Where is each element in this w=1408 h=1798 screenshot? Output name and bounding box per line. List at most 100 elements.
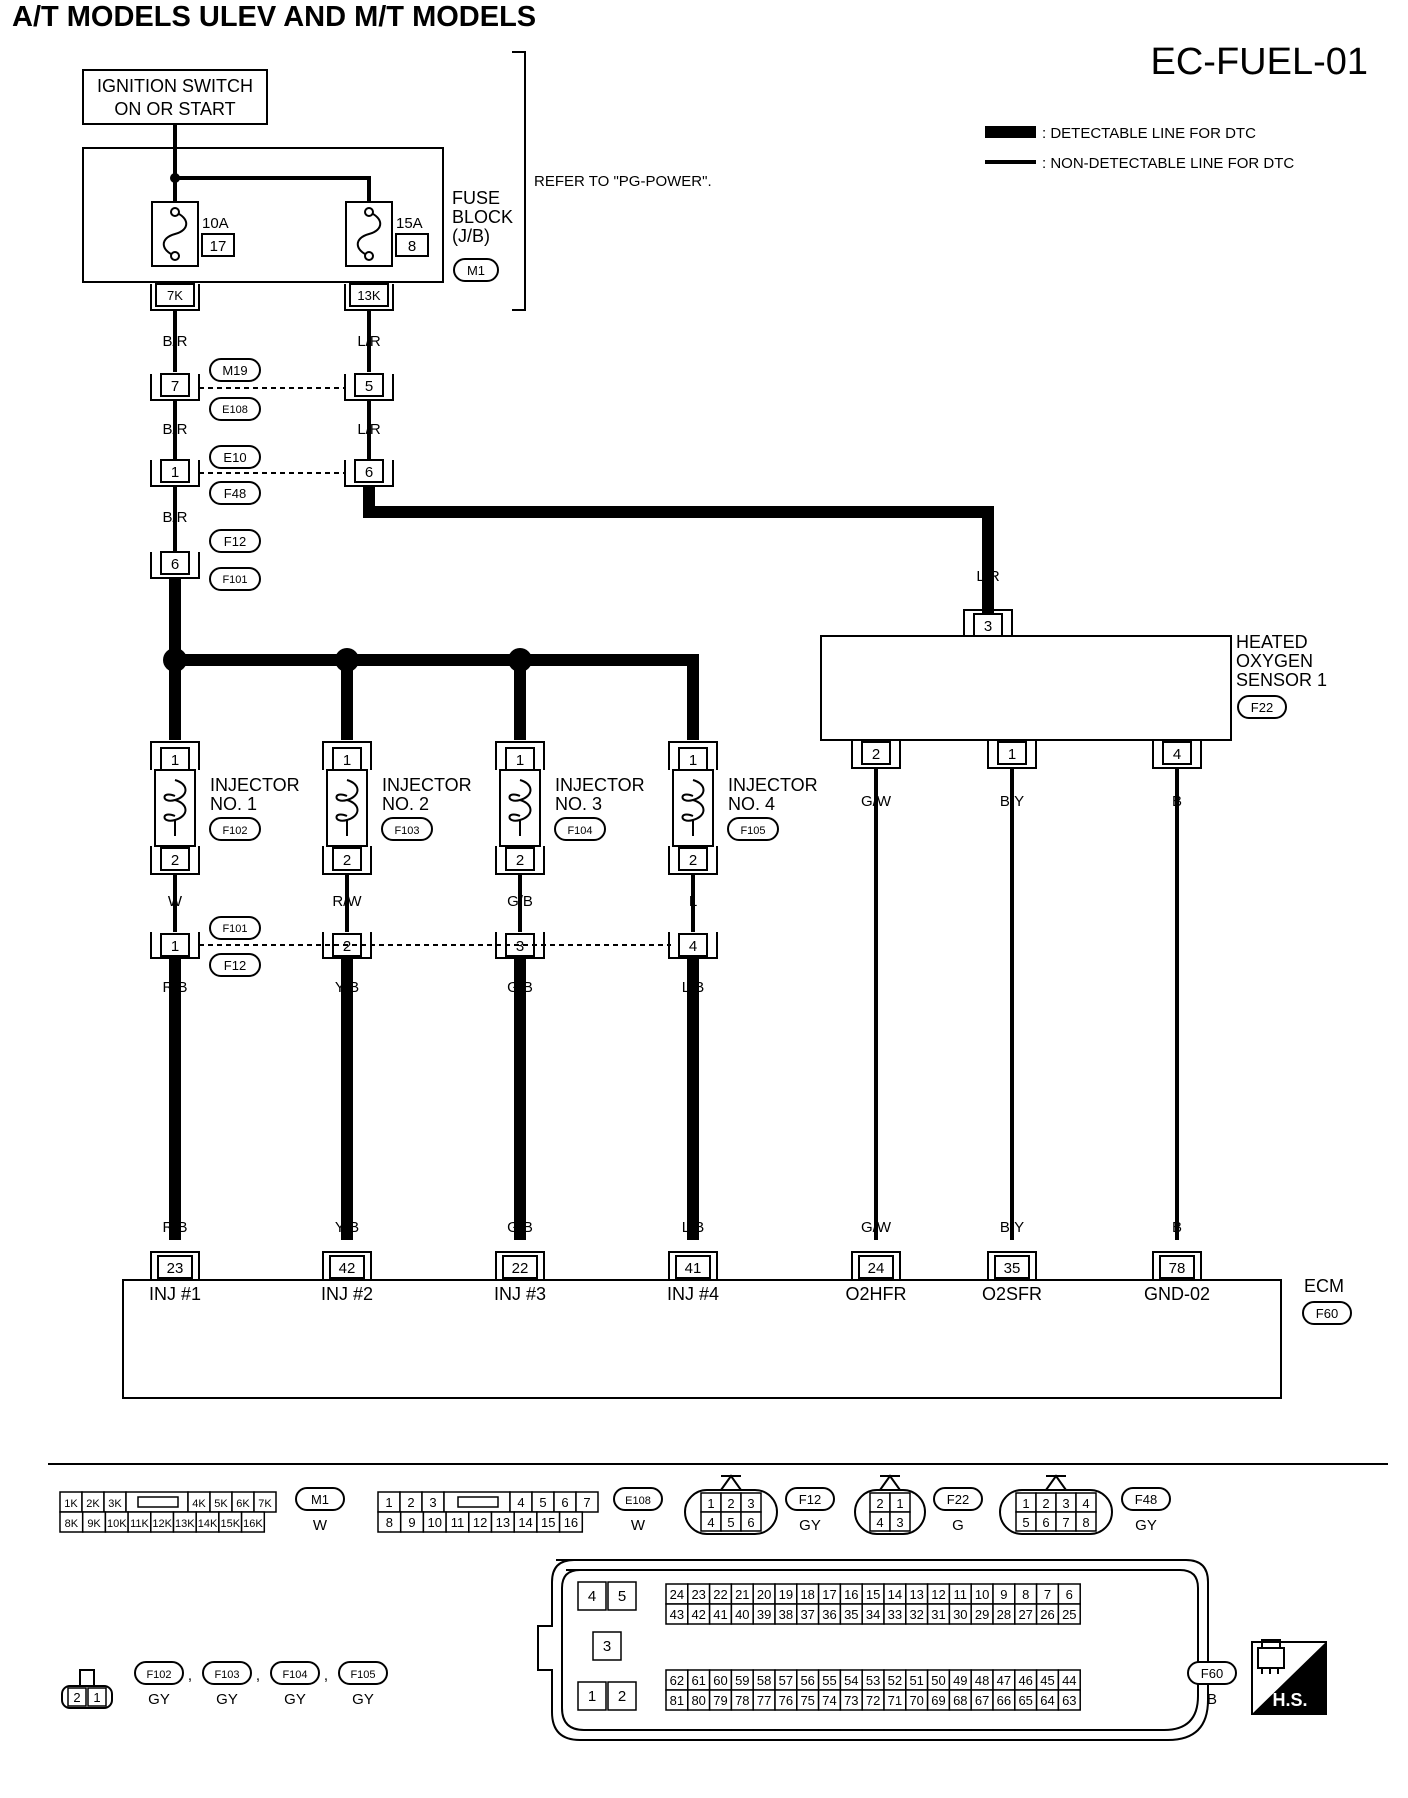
view-f60-small-pin-1: 5 — [618, 1588, 626, 1605]
ho2s-pin3-bracket — [963, 609, 1013, 636]
view-f60-row4-pin-3: 78 — [735, 1693, 749, 1708]
m1-row2-pin-5: 13K — [175, 1518, 195, 1530]
m1-row2-pin-2: 10K — [107, 1518, 127, 1530]
view-f60-row1-pin-1: 23 — [691, 1587, 705, 1602]
wire-p-label-4: P — [688, 711, 698, 728]
ecm-pin-1-box — [329, 1255, 365, 1279]
view-inj-name-1-oval — [202, 1661, 252, 1685]
view-inj-name-0: F102 — [146, 1669, 171, 1681]
m1-row1a-pin-2: 3K — [108, 1498, 122, 1510]
wire-ecm-4-label-bot: L/B — [682, 1219, 705, 1236]
view-f12-name: F12 — [799, 1492, 821, 1507]
ignition-switch-box — [82, 69, 268, 125]
wire-p-label-1: P — [170, 711, 180, 728]
ecm-box — [122, 1279, 1282, 1399]
view-inj-pin-1: 1 — [93, 1690, 100, 1705]
wire-inj-2-label: R/W — [332, 893, 362, 910]
view-f60-row2-pin-1: 42 — [691, 1607, 705, 1622]
view-f60-row2-pin-15: 28 — [997, 1607, 1011, 1622]
view-f60-row1-pin-12: 12 — [931, 1587, 945, 1602]
view-f48-r1-pin-1: 2 — [1042, 1496, 1049, 1511]
view-f48-r1-pin-2: 3 — [1062, 1496, 1069, 1511]
view-f12-latch — [719, 1474, 743, 1491]
injector-2-label-line2: NO. 2 — [382, 794, 429, 814]
conn-e10-pin6-box — [354, 459, 384, 483]
hs-connector-icon-pins — [1261, 1639, 1281, 1674]
conn-m19: M19 — [222, 363, 247, 378]
conn-m19-pin7: 7 — [171, 378, 179, 395]
ecm-pin-0-box — [157, 1255, 193, 1279]
view-f60-row3-pin-12: 50 — [931, 1673, 945, 1688]
inline-4-pin: 4 — [689, 938, 697, 955]
wire-ecm-2-label-bot: Y/B — [335, 1219, 359, 1236]
fuse-block-conn-oval — [453, 258, 499, 282]
view-m1-oval — [295, 1487, 345, 1511]
view-f48-r2-cell-3 — [1075, 1511, 1097, 1532]
view-inj-name-3-oval — [338, 1661, 388, 1685]
ho2s-pin4-box — [1162, 741, 1192, 765]
wire-inj-4-label: L — [689, 893, 697, 910]
conn-m19-pin7-box — [160, 373, 190, 397]
e108-row2-pin-5: 13 — [496, 1515, 510, 1530]
view-f60-row1-pin-13: 11 — [954, 1587, 968, 1602]
view-f60-row2-cell-18 — [1057, 1603, 1081, 1625]
view-f60-row2-pin-2: 41 — [713, 1607, 727, 1622]
injector-2-label-line1: INJECTOR — [382, 775, 472, 795]
wire-lr-label-1: L/R — [357, 333, 381, 350]
view-f12-r2-pin-1: 5 — [727, 1515, 734, 1530]
injector-2-coil — [335, 779, 359, 836]
ecm-pin-6-box — [1159, 1255, 1195, 1279]
wire-ecm-4-label-top: L/B — [682, 979, 705, 996]
view-m1: M1 — [311, 1492, 329, 1507]
injector-3-label-line1: INJECTOR — [555, 775, 645, 795]
e108-row1b-cell-6 — [575, 1491, 599, 1513]
fuse-block-conn: M1 — [467, 263, 485, 278]
fuse-10a-num-box — [201, 233, 235, 257]
wire-lr-label-2: L/R — [357, 421, 381, 438]
wire-p-bus — [175, 654, 699, 700]
view-f60-row2-pin-8: 35 — [844, 1607, 858, 1622]
injector-2-conn: F103 — [394, 825, 419, 837]
injector-4-label-line1: INJECTOR — [728, 775, 818, 795]
ho2s-pin2: 2 — [872, 746, 880, 763]
view-f48-r1-pin-0: 1 — [1022, 1496, 1029, 1511]
view-f48-name-oval — [1121, 1487, 1171, 1511]
wire-inj-1-label: W — [168, 893, 183, 910]
conn-f12b-oval — [209, 953, 261, 977]
conn-e10-pin6: 6 — [365, 464, 373, 481]
injector-4-conn: F105 — [740, 825, 765, 837]
fuse-block-line1: FUSE — [452, 188, 500, 208]
m1-row2-pin-8: 16K — [243, 1518, 263, 1530]
view-f48-r1-pin-3: 4 — [1082, 1496, 1089, 1511]
conn-f12-pin6-box — [160, 551, 190, 575]
view-f60-row3-pin-16: 46 — [1018, 1673, 1032, 1688]
injector-3-pin2-box — [505, 847, 535, 871]
e108-row2-pin-0: 8 — [386, 1515, 393, 1530]
view-inj-color-3: GY — [352, 1691, 374, 1708]
ecm-pin-4-num: 24 — [868, 1260, 885, 1277]
view-f12-r1-pin-1: 2 — [727, 1496, 734, 1511]
ho2s-line1: HEATED — [1236, 632, 1308, 652]
view-e108-oval — [613, 1487, 663, 1511]
view-e108-color: W — [631, 1517, 646, 1534]
conn-e10: E10 — [223, 450, 246, 465]
fuse-10a-num: 17 — [210, 238, 227, 255]
injector-4-pin2: 2 — [689, 852, 697, 869]
view-f60-row1-pin-18: 6 — [1066, 1587, 1073, 1602]
view-f60-row1-pin-2: 22 — [713, 1587, 727, 1602]
conn-f48-oval — [209, 481, 261, 505]
fuse-block-line3: (J/B) — [452, 226, 490, 246]
e108-row1a-pin-1: 2 — [407, 1495, 414, 1510]
ecm-pin-3-box — [675, 1255, 711, 1279]
e108-row2-pin-7: 15 — [541, 1515, 555, 1530]
e108-row2-pin-4: 12 — [473, 1515, 487, 1530]
view-f60-row2-pin-13: 30 — [953, 1607, 967, 1622]
wire-ecm-3-label-bot: G/B — [507, 1219, 533, 1236]
injector-2-conn-oval — [381, 817, 433, 841]
view-f60-row1-pin-0: 24 — [670, 1587, 684, 1602]
view-f22-r1-pin-0: 2 — [876, 1496, 883, 1511]
fuse-15a-pin-bot — [364, 251, 374, 261]
